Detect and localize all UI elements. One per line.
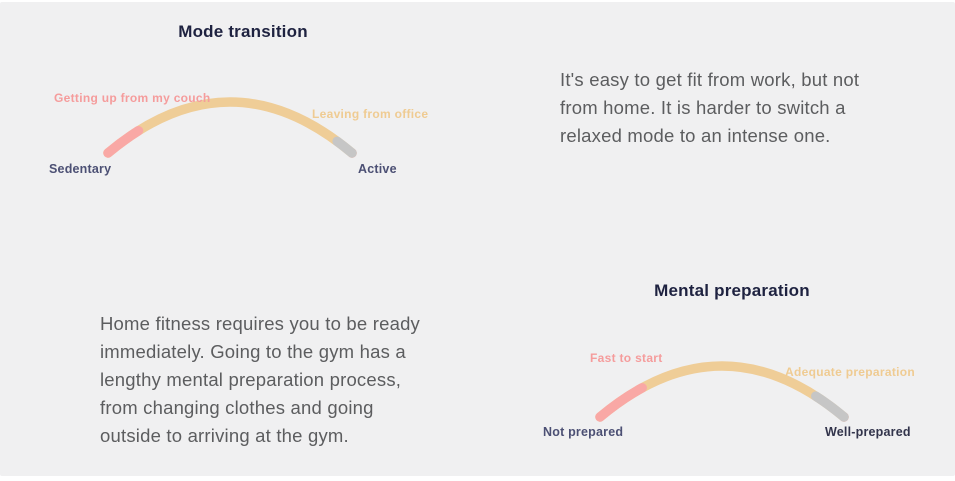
arc-first-segment [595,361,849,422]
mode-transition-start-label: Sedentary [49,162,112,176]
mode-transition-arc [103,97,357,158]
paragraph-line: lengthy mental preparation process, [100,369,402,390]
mode-transition-second-segment-label: Leaving from office [312,107,429,121]
paragraph-line: It's easy to get fit from work, but not [560,69,860,90]
work-vs-home-paragraph: It's easy to get fit from work, but not … [560,66,859,150]
paragraph-line: immediately. Going to the gym has a [100,341,406,362]
mental-preparation-start-label: Not prepared [543,425,624,439]
mental-preparation-arc [595,361,849,422]
paragraph-line: Home fitness requires you to be ready [100,313,421,334]
mode-transition-first-segment-label: Getting up from my couch [54,91,211,105]
mental-preparation-second-segment-label: Adequate preparation [785,365,916,379]
mode-transition-title: Mode transition [178,22,308,41]
paragraph-line: from changing clothes and going [100,397,374,418]
home-fitness-paragraph: Home fitness requires you to be ready im… [100,310,420,450]
mental-preparation-end-label: Well-prepared [825,425,911,439]
mental-preparation-first-segment-label: Fast to start [590,351,663,365]
paragraph-line: from home. It is harder to switch a [560,97,846,118]
arc-first-segment [103,97,357,158]
mental-preparation-title: Mental preparation [654,281,810,300]
mode-transition-end-label: Active [358,162,397,176]
arc-last-segment [595,361,849,422]
paragraph-line: relaxed mode to an intense one. [560,125,831,146]
paragraph-line: outside to arriving at the gym. [100,425,349,446]
